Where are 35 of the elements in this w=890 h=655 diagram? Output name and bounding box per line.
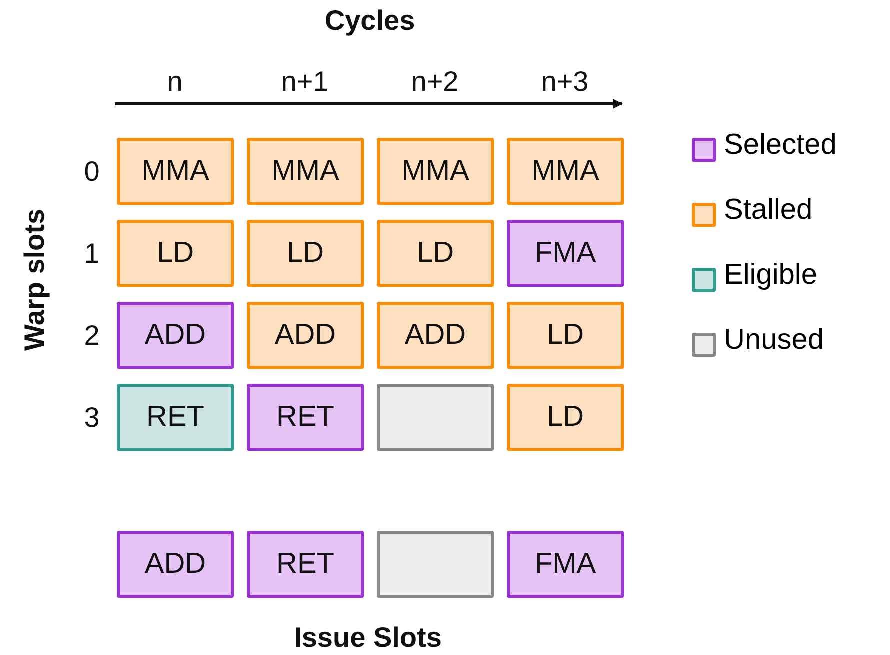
instruction-box: FMA bbox=[507, 531, 624, 598]
axis-title: Warp slots bbox=[19, 208, 51, 352]
instruction-box: LD bbox=[117, 220, 234, 287]
instruction-box: MMA bbox=[507, 138, 624, 205]
row-label: 3 bbox=[84, 402, 100, 434]
instruction-box: LD bbox=[507, 384, 624, 451]
instruction-box: FMA bbox=[507, 220, 624, 287]
axis-title: Issue Slots bbox=[294, 622, 442, 654]
legend-label: Selected bbox=[724, 129, 837, 162]
instruction-box: ADD bbox=[117, 531, 234, 598]
empty-slot-box bbox=[377, 531, 494, 598]
instruction-box: MMA bbox=[117, 138, 234, 205]
legend-label: Stalled bbox=[724, 194, 813, 227]
empty-slot-box bbox=[377, 384, 494, 451]
instruction-box: LD bbox=[507, 302, 624, 369]
column-label: n+1 bbox=[281, 66, 329, 98]
instruction-box: RET bbox=[247, 384, 364, 451]
instruction-box: LD bbox=[247, 220, 364, 287]
row-label: 1 bbox=[84, 238, 100, 270]
column-label: n+2 bbox=[411, 66, 459, 98]
axis-title: Cycles bbox=[324, 5, 416, 37]
instruction-box: MMA bbox=[377, 138, 494, 205]
instruction-box: RET bbox=[117, 384, 234, 451]
instruction-box: RET bbox=[247, 531, 364, 598]
instruction-box: ADD bbox=[247, 302, 364, 369]
legend-label: Unused bbox=[724, 324, 824, 357]
instruction-box: ADD bbox=[117, 302, 234, 369]
column-label: n+3 bbox=[541, 66, 589, 98]
instruction-box: MMA bbox=[247, 138, 364, 205]
instruction-box: ADD bbox=[377, 302, 494, 369]
instruction-box: LD bbox=[377, 220, 494, 287]
column-label: n bbox=[167, 66, 183, 98]
row-label: 2 bbox=[84, 320, 100, 352]
legend-label: Eligible bbox=[724, 259, 818, 292]
row-label: 0 bbox=[84, 156, 100, 188]
